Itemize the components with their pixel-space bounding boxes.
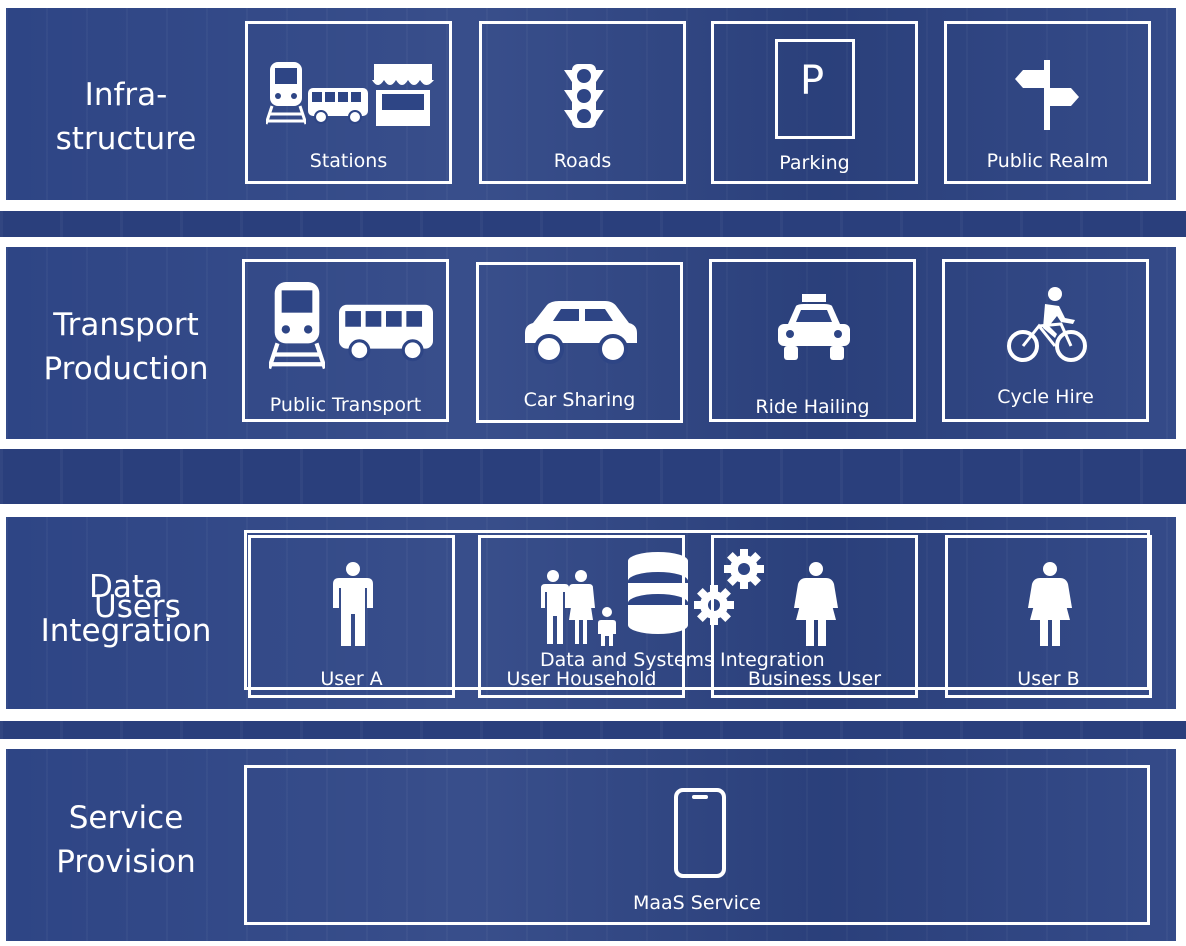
- background-strip: [0, 211, 1186, 237]
- box-label: Public Transport: [269, 394, 422, 416]
- train-icon: [266, 62, 306, 125]
- kiosk-icon: [372, 64, 434, 126]
- box-label: Cycle Hire: [997, 386, 1094, 408]
- infrastructure-layer: Infra- structure Stations: [6, 8, 1176, 200]
- box-label: User A: [320, 668, 383, 690]
- box-label: Public Realm: [986, 150, 1109, 172]
- box-label: Roads: [553, 150, 612, 172]
- parking-letter: P: [800, 58, 825, 104]
- train-icon: [269, 282, 325, 370]
- car-icon: [525, 301, 637, 364]
- man-icon: [333, 562, 373, 646]
- taxi-icon: [778, 294, 850, 360]
- ride-hailing-box: Ride Hailing: [709, 259, 916, 422]
- smartphone-icon: [674, 788, 726, 878]
- layer-label-data: Data Integration: [40, 569, 212, 649]
- stations-box: Stations: [245, 21, 452, 184]
- background-strip: [0, 721, 1186, 739]
- layer-label-infrastructure: Infra- structure: [55, 77, 197, 157]
- gears-icon: [694, 549, 764, 625]
- bus-icon: [308, 88, 368, 124]
- user-a-box: User A: [248, 535, 455, 698]
- background-strip: [0, 449, 1186, 504]
- box-label: MaaS Service: [633, 892, 761, 914]
- user-household-box: User Household: [478, 535, 685, 698]
- woman-icon: [1028, 562, 1072, 646]
- layer-label-transport: Transport Production: [43, 307, 209, 387]
- box-label: Car Sharing: [523, 389, 636, 411]
- parking-box: P Parking: [711, 21, 918, 184]
- layer-label-service: Service Provision: [56, 800, 196, 880]
- family-icon: [541, 570, 616, 646]
- business-user-box: Business User: [711, 535, 918, 698]
- bus-icon: [339, 304, 433, 362]
- box-label: User Household: [506, 668, 657, 690]
- maas-service-box: MaaS Service: [244, 765, 1150, 925]
- data-systems-integration-box: [244, 530, 1150, 690]
- transport-production-layer: Transport Production Public Transport: [6, 247, 1176, 439]
- database-icon: [628, 552, 688, 634]
- layer-label-users: Users: [94, 589, 181, 625]
- signpost-icon: [1015, 60, 1079, 130]
- woman-icon: [794, 562, 838, 646]
- cycle-hire-box: Cycle Hire: [942, 259, 1149, 422]
- user-b-box: User B: [945, 535, 1152, 698]
- parking-sign-icon: [775, 39, 855, 139]
- box-label: Stations: [309, 150, 388, 172]
- traffic-light-icon: [564, 64, 604, 128]
- data-integration-layer: Data Integration Users Data and Systems …: [6, 517, 1176, 709]
- box-label: Ride Hailing: [755, 396, 870, 418]
- service-provision-layer: Service Provision MaaS Service: [6, 749, 1176, 941]
- box-label: Parking: [779, 152, 850, 174]
- car-sharing-box: Car Sharing: [476, 262, 683, 423]
- public-transport-box: Public Transport: [242, 259, 449, 422]
- roads-box: Roads: [479, 21, 686, 184]
- box-label: Business User: [747, 668, 882, 690]
- public-realm-box: Public Realm: [944, 21, 1151, 184]
- cyclist-icon: [1007, 287, 1087, 362]
- box-label: User B: [1017, 668, 1080, 690]
